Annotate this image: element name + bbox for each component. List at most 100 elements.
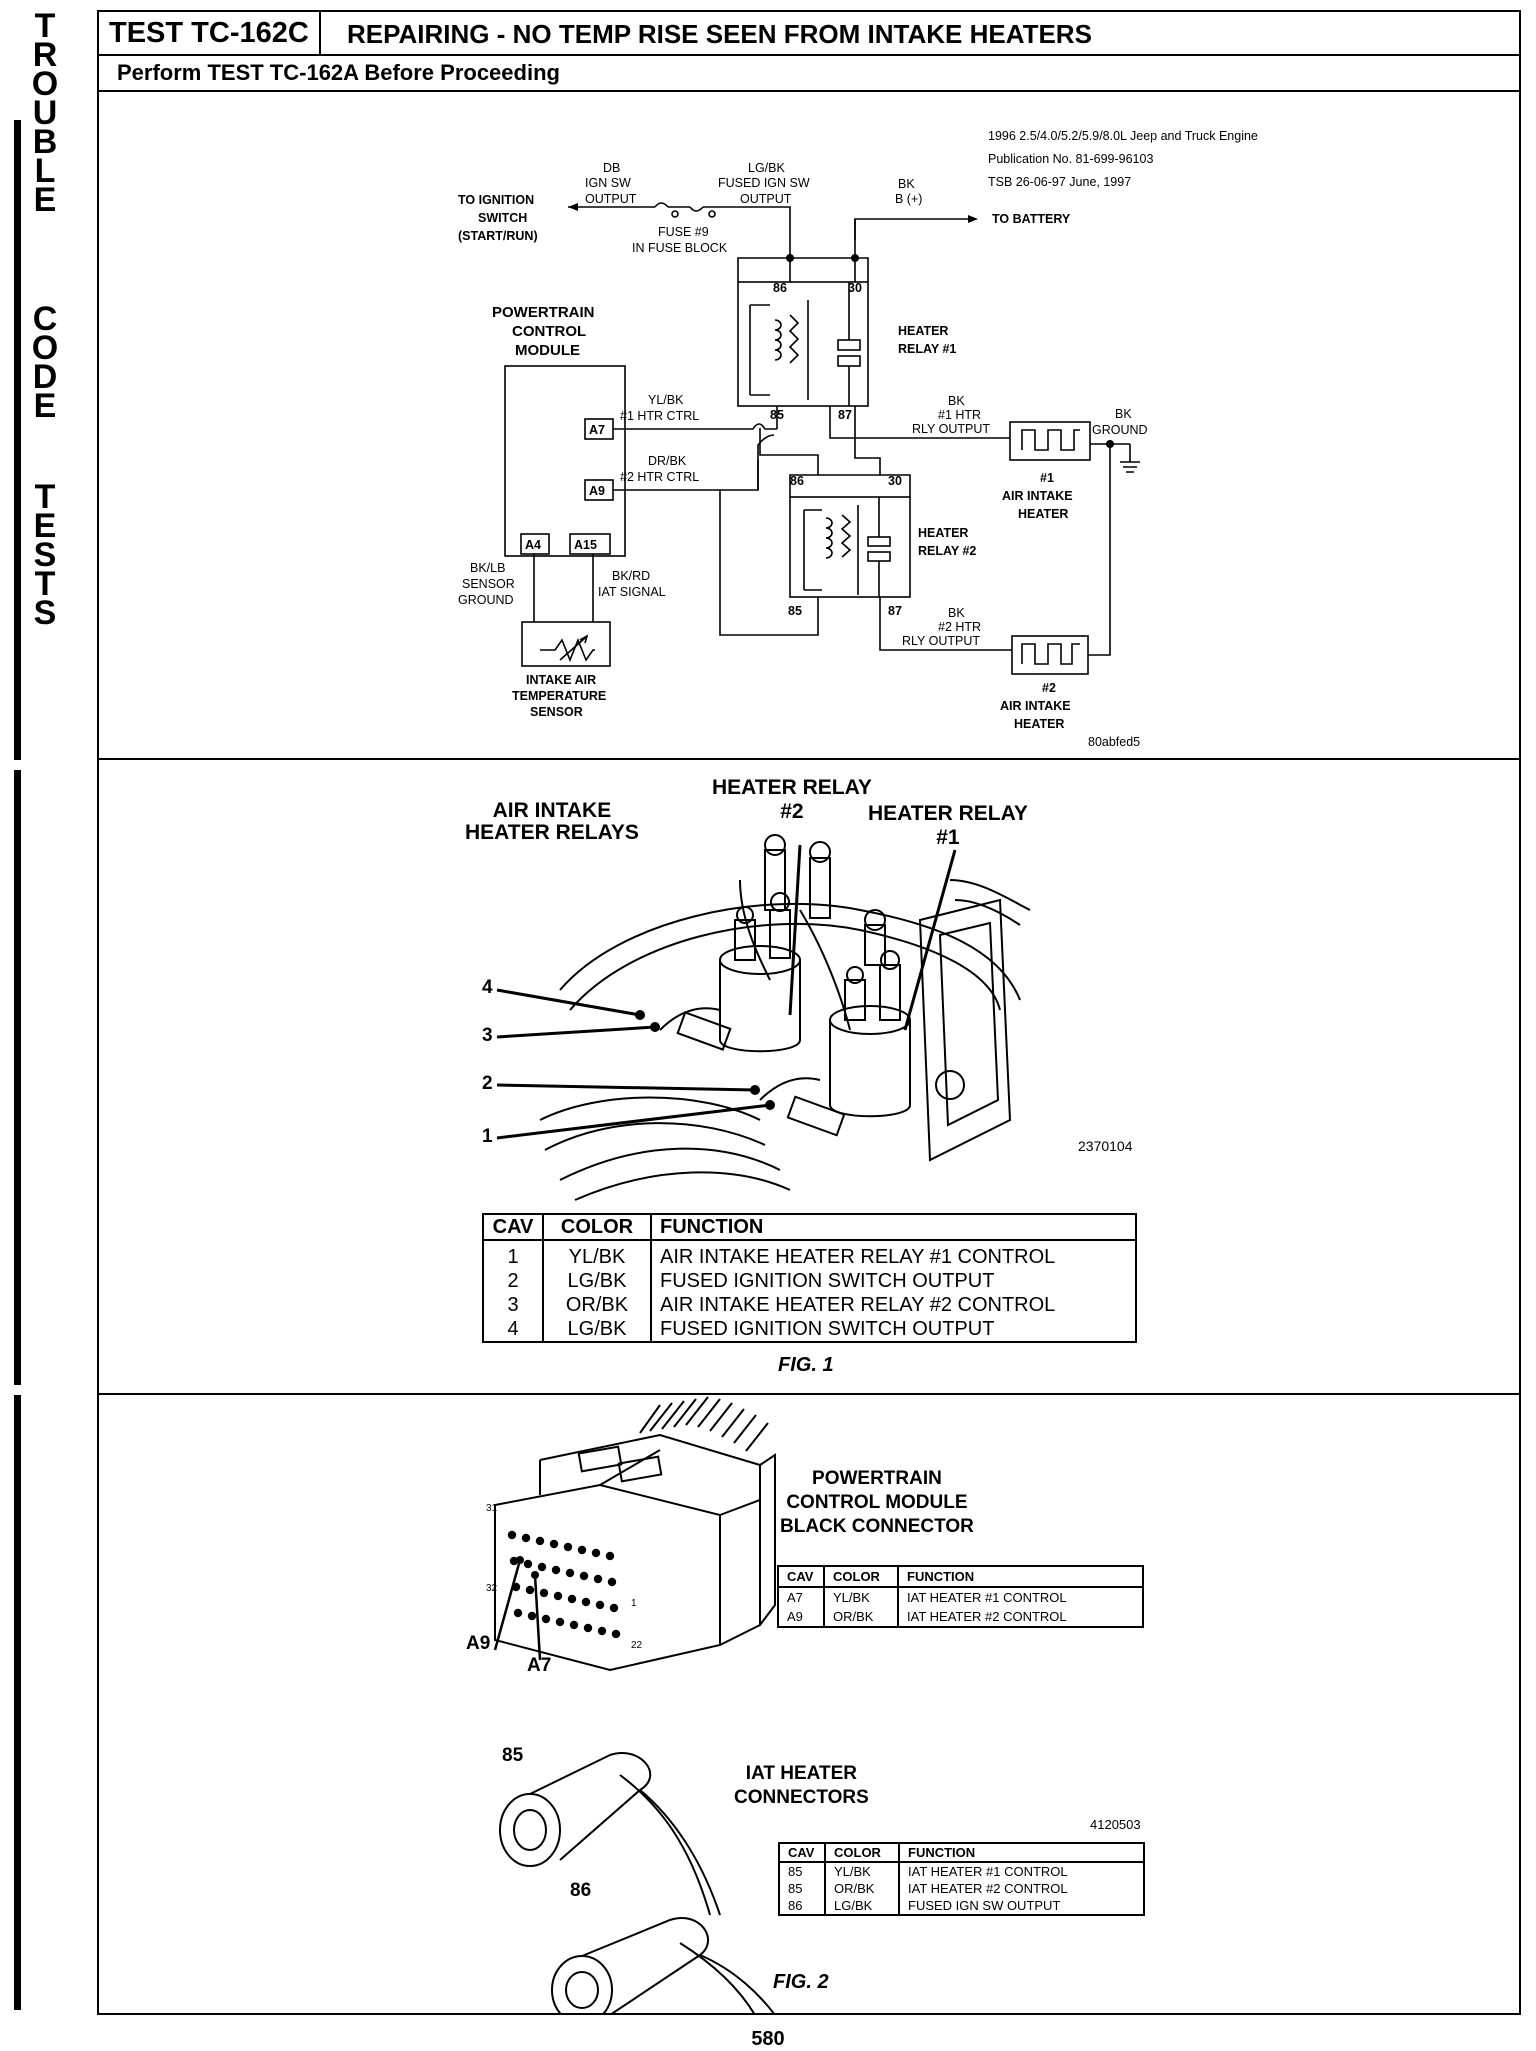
section-divider-1 [97, 758, 1521, 760]
page-title: REPAIRING - NO TEMP RISE SEEN FROM INTAK… [347, 19, 1092, 49]
iat-col-color: COLOR [824, 1842, 900, 1863]
wiring-schematic: 1996 2.5/4.0/5.2/5.9/8.0L Jeep and Truck… [458, 129, 1258, 749]
pcm-connector-title-1: POWERTRAIN [812, 1468, 942, 1489]
fig1-relay1-label-2: #1 [936, 826, 960, 849]
sidebar-letter: T [34, 565, 56, 603]
sidebar-letter: T [34, 7, 56, 45]
out1-1: BK [948, 394, 965, 408]
fuse-label-2: IN FUSE BLOCK [632, 241, 728, 255]
cav-cell: 3 [482, 1293, 544, 1317]
fig1-relay2-label-2: #2 [780, 800, 804, 823]
lgbk-wire-3: OUTPUT [740, 192, 792, 206]
switch-label: SWITCH [478, 211, 527, 225]
pin-hole [595, 1600, 605, 1610]
function-cell: FUSED IGNITION SWITCH OUTPUT [650, 1317, 1137, 1343]
pin-hole [607, 1577, 617, 1587]
heater2-2: AIR INTAKE [1000, 699, 1071, 713]
connector-pin-1: 1 [631, 1598, 637, 1609]
function-cell: FUSED IGNITION SWITCH OUTPUT [650, 1269, 1137, 1293]
pin-a7: A7 [589, 423, 605, 437]
heater1-3: HEATER [1018, 507, 1068, 521]
out2-1: BK [948, 606, 965, 620]
ylbk-wire-1: YL/BK [648, 393, 684, 407]
pin-hole [525, 1585, 535, 1595]
pin-a4: A4 [525, 538, 541, 552]
drbk-wire-1: DR/BK [648, 454, 687, 468]
pin-hole [577, 1545, 587, 1555]
color-cell: YL/BK [542, 1240, 652, 1269]
cav-cell: 2 [482, 1269, 544, 1293]
to-battery-label: TO BATTERY [992, 212, 1071, 226]
out2-3: RLY OUTPUT [902, 634, 980, 648]
pin-hole [537, 1562, 547, 1572]
ground-2: GROUND [1092, 423, 1148, 437]
iat-label-3: SENSOR [530, 705, 583, 719]
function-cell: IAT HEATER #1 CONTROL [897, 1587, 1144, 1607]
fig1-col-cav: CAV [482, 1213, 544, 1241]
function-cell: AIR INTAKE HEATER RELAY #1 CONTROL [650, 1240, 1137, 1269]
pin-a15: A15 [574, 538, 597, 552]
pin-hole [591, 1548, 601, 1558]
heater2-3: HEATER [1014, 717, 1064, 731]
cav-cell: A7 [777, 1587, 825, 1607]
function-cell: FUSED IGN SW OUTPUT [898, 1897, 1145, 1916]
cav-cell: 85 [778, 1880, 826, 1897]
fig1-table-header: CAV COLOR FUNCTION [482, 1213, 1137, 1241]
pin-hole [555, 1617, 565, 1627]
pin-a9: A9 [589, 484, 605, 498]
relay1-pin-87: 87 [838, 408, 852, 422]
info-line-2: Publication No. 81-699-96103 [988, 152, 1153, 166]
function-cell: IAT HEATER #1 CONTROL [898, 1862, 1145, 1880]
sidebar-letter: B [32, 123, 58, 161]
pin-hole [521, 1533, 531, 1543]
color-cell: OR/BK [823, 1607, 899, 1628]
pin-hole [535, 1536, 545, 1546]
pin-hole [541, 1614, 551, 1624]
relay2-pin-87: 87 [888, 604, 902, 618]
page-frame: TEST TC-162C REPAIRING - NO TEMP RISE SE… [97, 10, 1521, 2015]
label-85: 85 [502, 1745, 524, 1766]
label-a7: A7 [527, 1655, 552, 1676]
pcm-col-cav: CAV [777, 1565, 825, 1588]
fig1-relay2-label: HEATER RELAY #2 [712, 776, 872, 824]
pin-hole [583, 1623, 593, 1633]
callout-2: 2 [482, 1073, 493, 1094]
color-cell: OR/BK [824, 1880, 900, 1897]
fig2-caption: FIG. 2 [773, 1971, 829, 1993]
sidebar-rule-3 [14, 1395, 21, 2010]
color-cell: OR/BK [542, 1293, 652, 1317]
info-line-3: TSB 26-06-97 June, 1997 [988, 175, 1131, 189]
fig1-caption: FIG. 1 [778, 1354, 834, 1376]
cav-cell: 4 [482, 1317, 544, 1343]
fig1-code: 2370104 [1078, 1138, 1133, 1154]
out1-3: RLY OUTPUT [912, 422, 990, 436]
sidebar-letter: C [32, 300, 58, 338]
pin-hole [605, 1551, 615, 1561]
bk-wire-2: B (+) [895, 192, 922, 206]
pcm-col-function: FUNCTION [897, 1565, 1144, 1588]
ground-1: BK [1115, 407, 1132, 421]
relay1-label-2: RELAY #1 [898, 342, 956, 356]
sidebar-letter: E [33, 387, 57, 425]
connector-pin-32: 32 [486, 1583, 498, 1594]
out2-2: #2 HTR [938, 620, 981, 634]
bkrd-2: IAT SIGNAL [598, 585, 666, 599]
sidebar-letter: L [34, 152, 56, 190]
pcm-label-1: POWERTRAIN [492, 304, 595, 321]
page-subtitle: Perform TEST TC-162A Before Proceeding [99, 56, 1519, 92]
pin-hole [549, 1539, 559, 1549]
cav-cell: A9 [777, 1607, 825, 1628]
pcm-label-2: CONTROL [512, 323, 586, 340]
cav-cell: 86 [778, 1897, 826, 1916]
relay-illustration [496, 834, 1031, 1201]
label-86: 86 [570, 1880, 592, 1901]
cav-cell: 1 [482, 1240, 544, 1269]
